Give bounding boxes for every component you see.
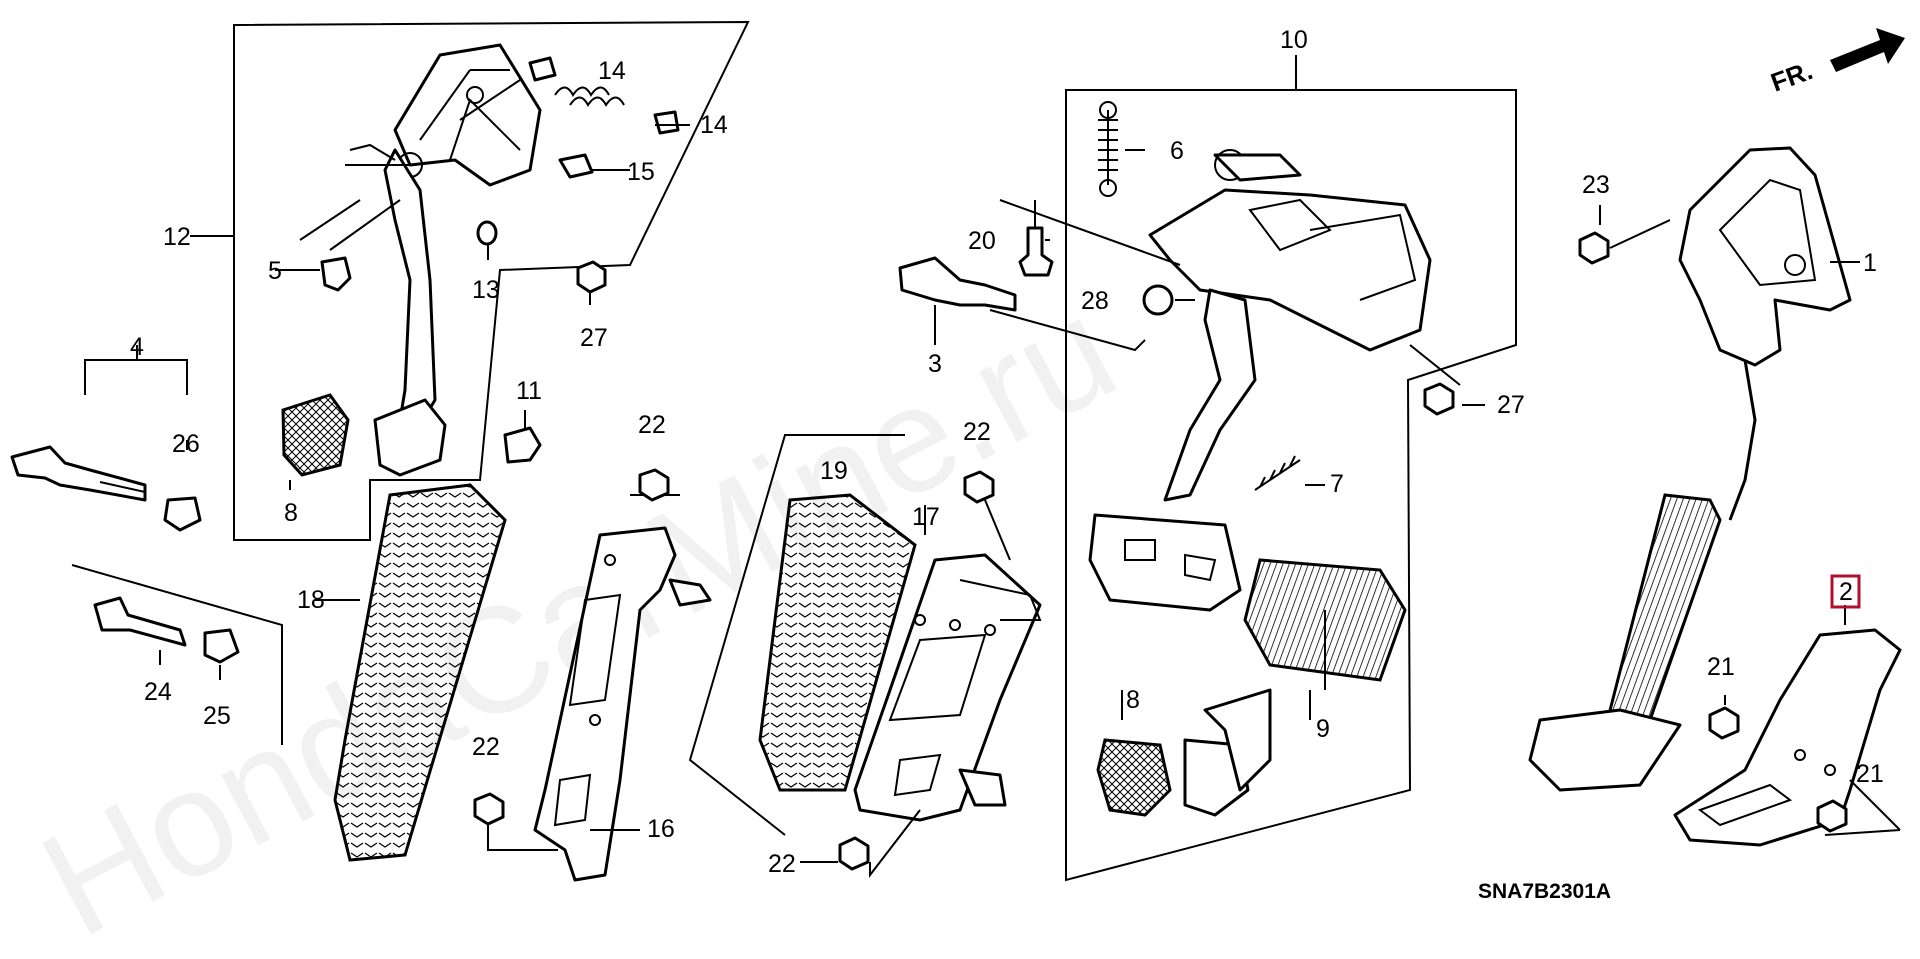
callout-24: 24 [144, 678, 172, 706]
clutch-switch-4 [10, 445, 147, 502]
nut-22d [838, 836, 870, 871]
accelerator-housing-1 [1678, 146, 1852, 367]
bracket-17-shape [853, 553, 1042, 822]
callout-21a: 21 [1707, 653, 1735, 681]
nut-22b [473, 792, 505, 826]
callout-13: 13 [472, 276, 500, 304]
nut-22c [963, 470, 995, 504]
clip-15 [558, 153, 594, 179]
callout-22d: 22 [768, 850, 796, 878]
callout-labels: 1 2 3 4 5 6 7 8 8 9 10 11 12 13 14 14 15… [130, 26, 1884, 878]
callout-8a: 8 [284, 499, 298, 527]
callout-9: 9 [1316, 715, 1330, 743]
callout-26: 26 [172, 430, 200, 458]
callout-27b: 27 [1497, 391, 1525, 419]
callout-15: 15 [627, 158, 655, 186]
callout-27a: 27 [580, 324, 608, 352]
bracket-2 [1673, 628, 1902, 847]
front-label: FR. [1767, 55, 1817, 98]
callout-19: 19 [820, 457, 848, 485]
bolt-20 [1018, 226, 1054, 277]
bracket-16-shape [533, 526, 677, 882]
front-direction-marker: FR. [1767, 28, 1905, 98]
group-10-brake-pedal [898, 55, 1517, 882]
callout-2: 2 [1839, 578, 1853, 606]
bracket-16 [473, 468, 712, 882]
pedal-cover-18 [315, 483, 507, 862]
spring-7 [1254, 455, 1301, 491]
callout-22c: 22 [472, 733, 500, 761]
callout-10: 10 [1280, 26, 1308, 54]
washer-25 [203, 628, 240, 664]
nut-21b [1816, 799, 1848, 833]
clutch-switch-group [10, 345, 283, 745]
spring-icon [554, 86, 625, 107]
nut-27a [576, 260, 607, 294]
brake-switch-3 [898, 256, 1017, 312]
callout-22b: 22 [963, 418, 991, 446]
callout-5: 5 [268, 257, 282, 285]
callout-3: 3 [928, 350, 942, 378]
callout-20: 20 [968, 227, 996, 255]
callout-11: 11 [516, 377, 542, 405]
bushing-14b [653, 110, 680, 135]
nut-22a [638, 468, 670, 502]
callout-12: 12 [163, 223, 191, 251]
pedal-pad-8b [1096, 738, 1172, 817]
nut-21a [1708, 706, 1740, 740]
accelerator-bracket-group [688, 434, 1042, 878]
callout-18: 18 [297, 586, 325, 614]
brake-pedal-pad-mount [1088, 513, 1242, 612]
callout-7: 7 [1330, 470, 1344, 498]
callout-25: 25 [203, 702, 231, 730]
highlight-box-2 [1830, 574, 1861, 609]
callout-4: 4 [130, 333, 144, 361]
pedal-cover-18-shape [333, 483, 507, 862]
callout-14a: 14 [598, 57, 626, 85]
pedal-cover-19-shape [758, 493, 917, 792]
callout-28: 28 [1081, 287, 1109, 315]
callout-17: 17 [912, 503, 940, 531]
callout-22a: 22 [638, 411, 666, 439]
brake-pedal-arm [1163, 288, 1257, 502]
clutch-pedal-arm [383, 148, 437, 427]
stopper-11 [503, 426, 542, 464]
accelerator-pedal-base [1528, 708, 1682, 792]
callout-23: 23 [1582, 171, 1610, 199]
callout-1: 1 [1863, 249, 1877, 277]
callout-16: 16 [647, 815, 675, 843]
stopper-5 [320, 256, 352, 292]
callout-6: 6 [1170, 137, 1184, 165]
nut-23 [1578, 231, 1610, 265]
nut-27b [1423, 382, 1455, 416]
callout-21b: 21 [1856, 760, 1884, 788]
accelerator-pedal-group [1528, 146, 1902, 847]
clutch-pedal-pad-mount [373, 398, 447, 477]
bolt-24 [93, 596, 187, 647]
brake-pedal-bracket [1148, 188, 1432, 352]
callout-8b: 8 [1126, 686, 1140, 714]
stopper-13 [476, 220, 498, 246]
bolt-group [93, 596, 240, 680]
pedal-pad-8a [281, 393, 350, 477]
front-arrow-icon [1830, 28, 1905, 72]
callout-14b: 14 [700, 111, 728, 139]
bushing-14a [528, 56, 557, 82]
stopper-28 [1142, 284, 1174, 316]
washer-26 [163, 496, 202, 532]
spring-6 [1098, 110, 1118, 185]
group-12-clutch-pedal [190, 20, 750, 541]
diagram-code: SNA7B2301A [1478, 880, 1611, 903]
